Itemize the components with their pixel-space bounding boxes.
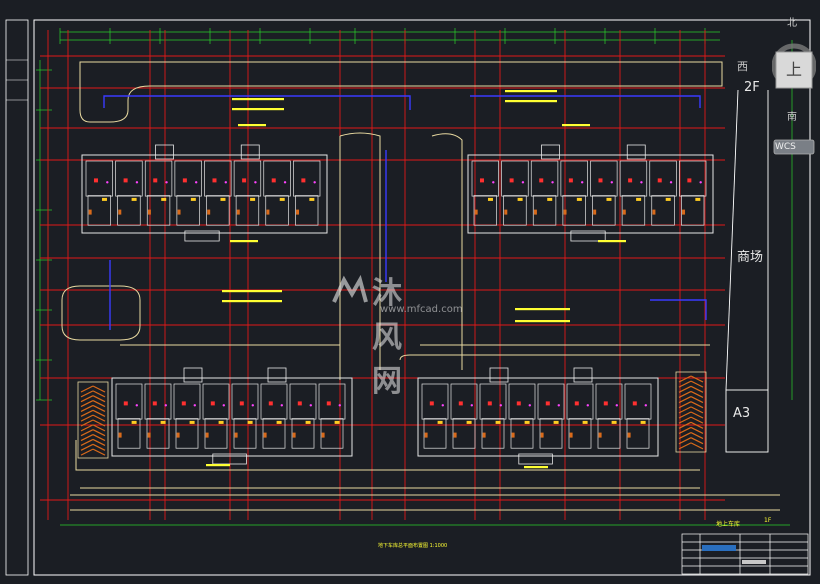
compass-south-label[interactable]: 南 bbox=[787, 112, 797, 123]
ground-parking-label: 地上车库 bbox=[716, 521, 741, 528]
wcs-button[interactable]: WCS bbox=[775, 142, 796, 152]
parking-ramp-east bbox=[675, 371, 707, 453]
site-roads bbox=[61, 61, 780, 511]
parking-ramp-west bbox=[77, 381, 109, 459]
compass-west-label[interactable]: 西 bbox=[737, 60, 748, 73]
watermark-url: www.mfcad.com bbox=[380, 304, 463, 315]
view-cube-icon[interactable] bbox=[772, 16, 816, 156]
dimension-lines bbox=[36, 28, 793, 526]
utility-lines bbox=[103, 95, 707, 330]
parking-2f-label: 2F bbox=[744, 80, 760, 95]
drawing-frame bbox=[33, 19, 811, 576]
watermark-brand: 沐风网 bbox=[372, 276, 402, 399]
title-block bbox=[681, 533, 809, 575]
view-cube-top-face[interactable]: 上 bbox=[786, 60, 803, 79]
building-a3-outline bbox=[725, 389, 769, 453]
market-label: 商场 bbox=[737, 250, 764, 265]
residential-buildings bbox=[81, 144, 714, 465]
compass-north-label[interactable]: 北 bbox=[787, 18, 797, 29]
binding-margin bbox=[5, 19, 29, 576]
watermark-logo-icon bbox=[332, 274, 368, 303]
annotation-text bbox=[206, 90, 626, 469]
drawing-title: 地下车库总平面布置图 1:1000 bbox=[378, 543, 448, 549]
building-a3-label: A3 bbox=[733, 406, 751, 421]
ground-parking-floor-label: 1F bbox=[764, 517, 772, 524]
